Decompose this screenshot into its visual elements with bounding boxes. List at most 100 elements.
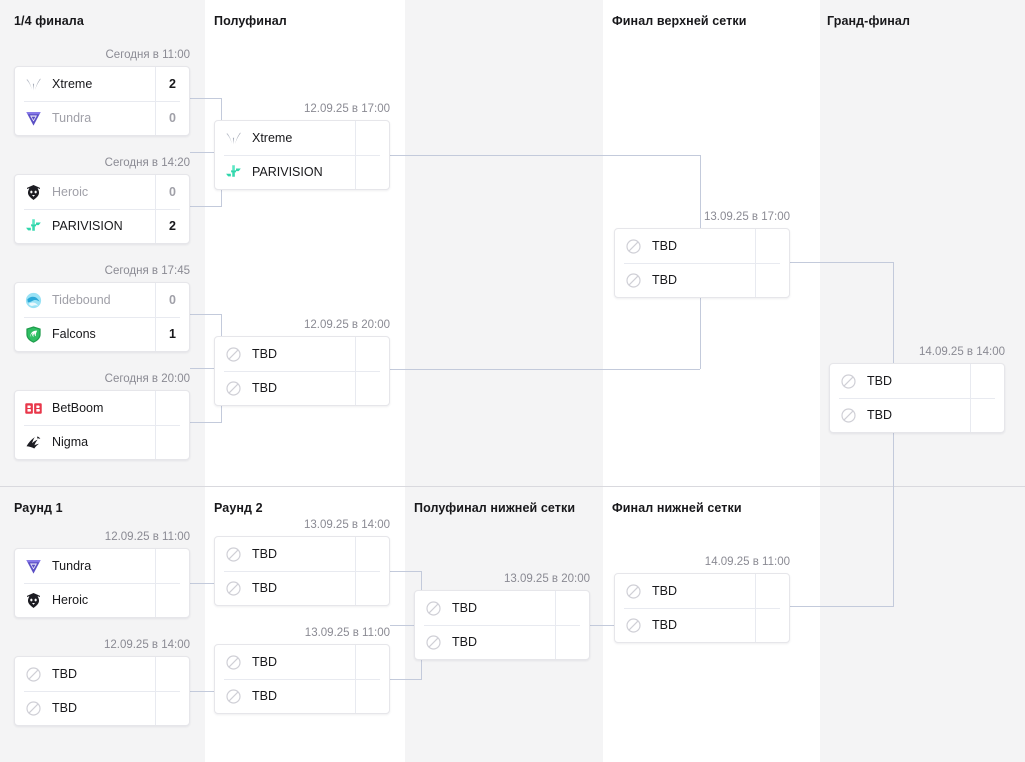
team-row[interactable]: TBD xyxy=(415,625,589,659)
team-row[interactable]: BetBoom xyxy=(15,391,189,425)
team-row[interactable]: Nigma xyxy=(15,425,189,459)
connector-line xyxy=(190,583,222,584)
parivision-logo-icon xyxy=(226,164,241,177)
match-time: Сегодня в 17:45 xyxy=(104,265,190,277)
header-lower-semifinal: Полуфинал нижней сетки xyxy=(414,501,576,515)
team-row[interactable]: Heroic xyxy=(15,583,189,617)
team-row[interactable]: TBD xyxy=(415,591,589,625)
team-name: TBD xyxy=(867,374,892,388)
tbd-icon xyxy=(626,583,641,599)
team-name: TBD xyxy=(452,601,477,615)
match-card[interactable]: TBD TBD xyxy=(214,644,390,714)
header-upper-final: Финал верхней сетки xyxy=(612,14,747,28)
team-row[interactable]: TBD xyxy=(215,645,389,679)
team-score xyxy=(755,574,789,608)
match-card[interactable]: TBD TBD xyxy=(614,228,790,298)
connector-line xyxy=(390,155,700,156)
team-row[interactable]: TBD xyxy=(830,398,1004,432)
team-name: Heroic xyxy=(52,593,89,607)
team-name: Tundra xyxy=(52,559,92,573)
team-row[interactable]: TBD xyxy=(215,337,389,371)
xtreme-logo-icon xyxy=(226,132,241,144)
team-row[interactable]: TBD xyxy=(15,691,189,725)
falcons-logo-icon xyxy=(26,325,41,343)
team-name: Nigma xyxy=(52,435,89,449)
team-name: TBD xyxy=(252,655,277,669)
match-time: 13.09.25 в 11:00 xyxy=(304,627,390,639)
team-name: PARIVISION xyxy=(252,165,323,179)
match-time: 13.09.25 в 20:00 xyxy=(503,573,590,585)
team-row[interactable]: TBD xyxy=(830,364,1004,398)
team-row[interactable]: PARIVISION xyxy=(215,155,389,189)
team-name: TBD xyxy=(252,581,277,595)
team-row[interactable]: Tundra xyxy=(15,549,189,583)
header-grand-final: Гранд-финал xyxy=(827,14,911,28)
team-score xyxy=(755,263,789,297)
team-name: TBD xyxy=(252,347,277,361)
tundra-logo-icon xyxy=(26,559,41,574)
team-name: Xtreme xyxy=(52,77,93,91)
team-score xyxy=(555,591,589,625)
team-row[interactable]: TBD xyxy=(15,657,189,691)
team-row[interactable]: Xtreme xyxy=(215,121,389,155)
team-score xyxy=(155,391,189,425)
team-name: TBD xyxy=(652,239,677,253)
team-row[interactable]: TBD xyxy=(215,571,389,605)
match-time: 12.09.25 в 11:00 xyxy=(104,531,190,543)
tbd-icon xyxy=(226,580,241,596)
match-card[interactable]: TBD TBD xyxy=(414,590,590,660)
team-score xyxy=(155,583,189,617)
team-score xyxy=(355,337,389,371)
team-row[interactable]: TBD xyxy=(215,537,389,571)
team-row[interactable]: TBD xyxy=(615,229,789,263)
team-row[interactable]: TBD xyxy=(615,263,789,297)
match-card[interactable]: TBD TBD xyxy=(214,336,390,406)
team-row[interactable]: TBD xyxy=(215,371,389,405)
parivision-logo-icon xyxy=(26,218,41,231)
team-score xyxy=(355,155,389,189)
tbd-icon xyxy=(626,238,641,254)
nigma-logo-icon xyxy=(26,435,41,449)
team-score: 0 xyxy=(155,175,189,209)
team-row[interactable]: TBD xyxy=(215,679,389,713)
bracket-divider xyxy=(0,486,1025,487)
team-name: TBD xyxy=(252,689,277,703)
match-time: Сегодня в 11:00 xyxy=(105,49,191,61)
team-row[interactable]: TBD xyxy=(615,574,789,608)
match-card[interactable]: TBD TBD xyxy=(829,363,1005,433)
match-card[interactable]: TBD TBD xyxy=(214,536,390,606)
team-row[interactable]: TBD xyxy=(615,608,789,642)
connector-line xyxy=(190,314,222,315)
connector-line xyxy=(390,571,422,572)
tidebound-logo-icon xyxy=(25,292,42,308)
match-time: 13.09.25 в 17:00 xyxy=(703,211,790,223)
